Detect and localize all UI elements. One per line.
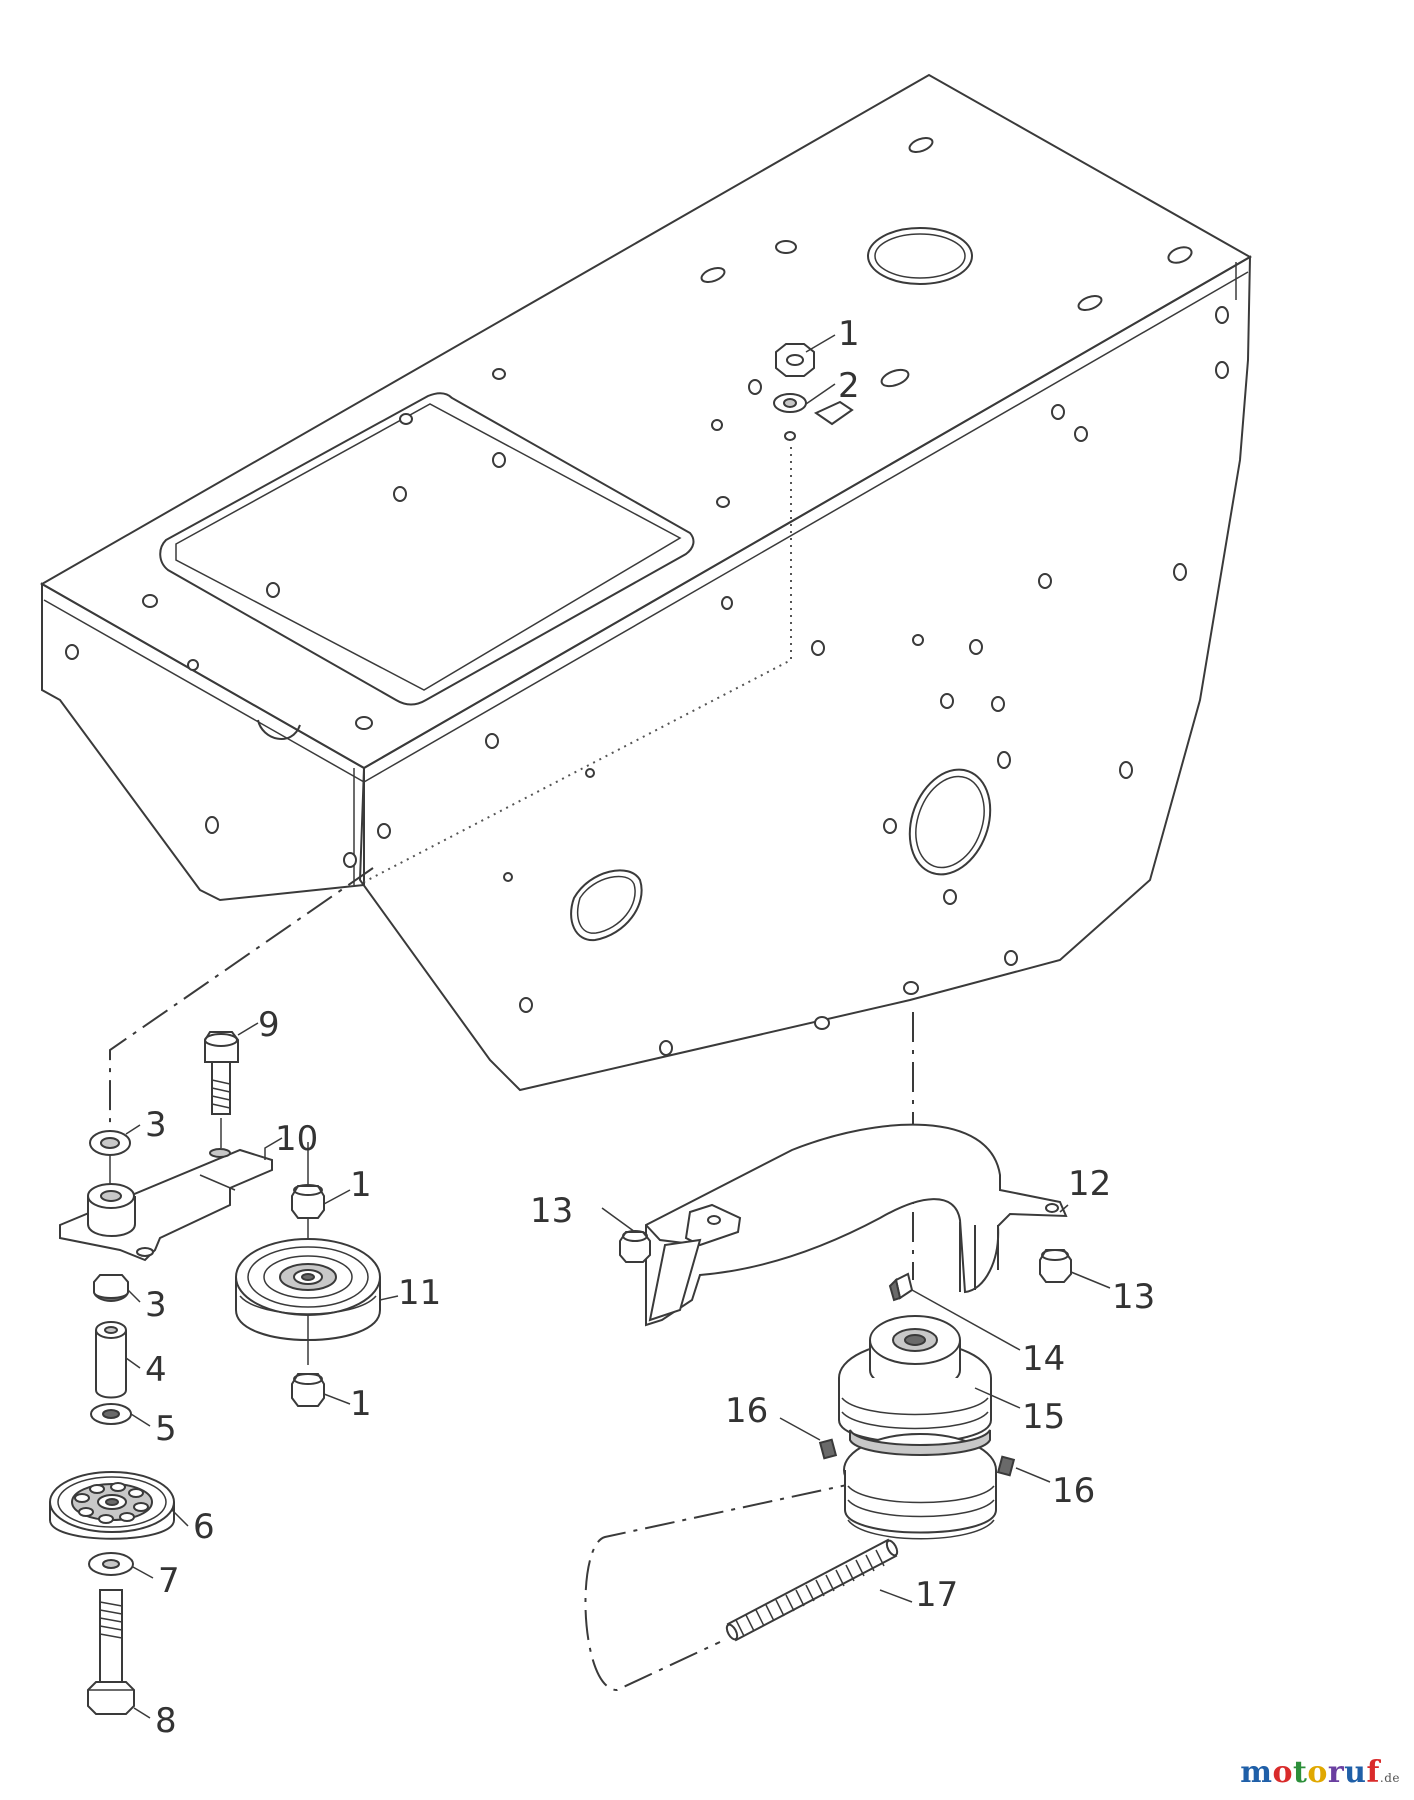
top-nut-and-washer xyxy=(363,343,815,883)
callout-5-washer: 5 xyxy=(155,1409,177,1449)
callout-14-key: 14 xyxy=(1022,1339,1065,1379)
logo-letter: o xyxy=(1307,1755,1328,1790)
chassis-frame xyxy=(39,73,1253,1092)
idler-arm-assembly xyxy=(49,1031,273,1715)
callout-8-bolt: 8 xyxy=(155,1701,177,1741)
callout-10-idler-arm: 10 xyxy=(275,1119,318,1159)
callout-1-pulley-nut-bottom: 1 xyxy=(350,1384,372,1424)
logo-letter: f xyxy=(1366,1755,1380,1790)
callout-17-spring: 17 xyxy=(915,1575,958,1615)
assembly-center-lines xyxy=(109,867,914,1692)
callout-9-bolt: 9 xyxy=(258,1005,280,1045)
logo-letter: u xyxy=(1344,1755,1367,1790)
callout-6-pulley: 6 xyxy=(193,1507,215,1547)
drive-pulley-assembly xyxy=(818,1272,1016,1540)
callout-16-set-screw-left: 16 xyxy=(725,1391,768,1431)
callout-13-nut-right: 13 xyxy=(1112,1277,1155,1317)
callout-1-top-nut: 1 xyxy=(838,314,860,354)
callout-4-sleeve: 4 xyxy=(145,1350,167,1390)
callout-1-pulley-nut-top: 1 xyxy=(350,1165,372,1205)
logo-letter: m xyxy=(1240,1755,1273,1790)
callout-3-spacer-bottom: 3 xyxy=(145,1285,167,1325)
callout-12-belt-guard: 12 xyxy=(1068,1164,1111,1204)
callout-16-set-screw-right: 16 xyxy=(1052,1471,1095,1511)
logo-letter: t xyxy=(1292,1755,1308,1790)
idler-pulley-assembly xyxy=(235,1142,381,1407)
leader-lines xyxy=(125,334,1111,1719)
logo-suffix: .de xyxy=(1379,1771,1400,1785)
callout-labels: 1 2 9 10 3 1 11 3 4 1 5 6 7 8 12 13 13 1… xyxy=(145,314,1155,1741)
callout-3-spacer-top: 3 xyxy=(145,1105,167,1145)
logo-letter: r xyxy=(1327,1755,1345,1790)
callout-11-idler-pulley: 11 xyxy=(398,1273,441,1313)
callout-15-drive-pulley: 15 xyxy=(1022,1397,1065,1437)
belt-guard-assembly xyxy=(619,1123,1072,1327)
callout-7-washer: 7 xyxy=(158,1561,180,1601)
spring xyxy=(725,1538,899,1642)
callout-13-nut-left: 13 xyxy=(530,1191,573,1231)
watermark-logo: motoruf.de xyxy=(1240,1755,1400,1790)
callout-2-washer: 2 xyxy=(838,366,860,406)
logo-letter: o xyxy=(1272,1755,1293,1790)
